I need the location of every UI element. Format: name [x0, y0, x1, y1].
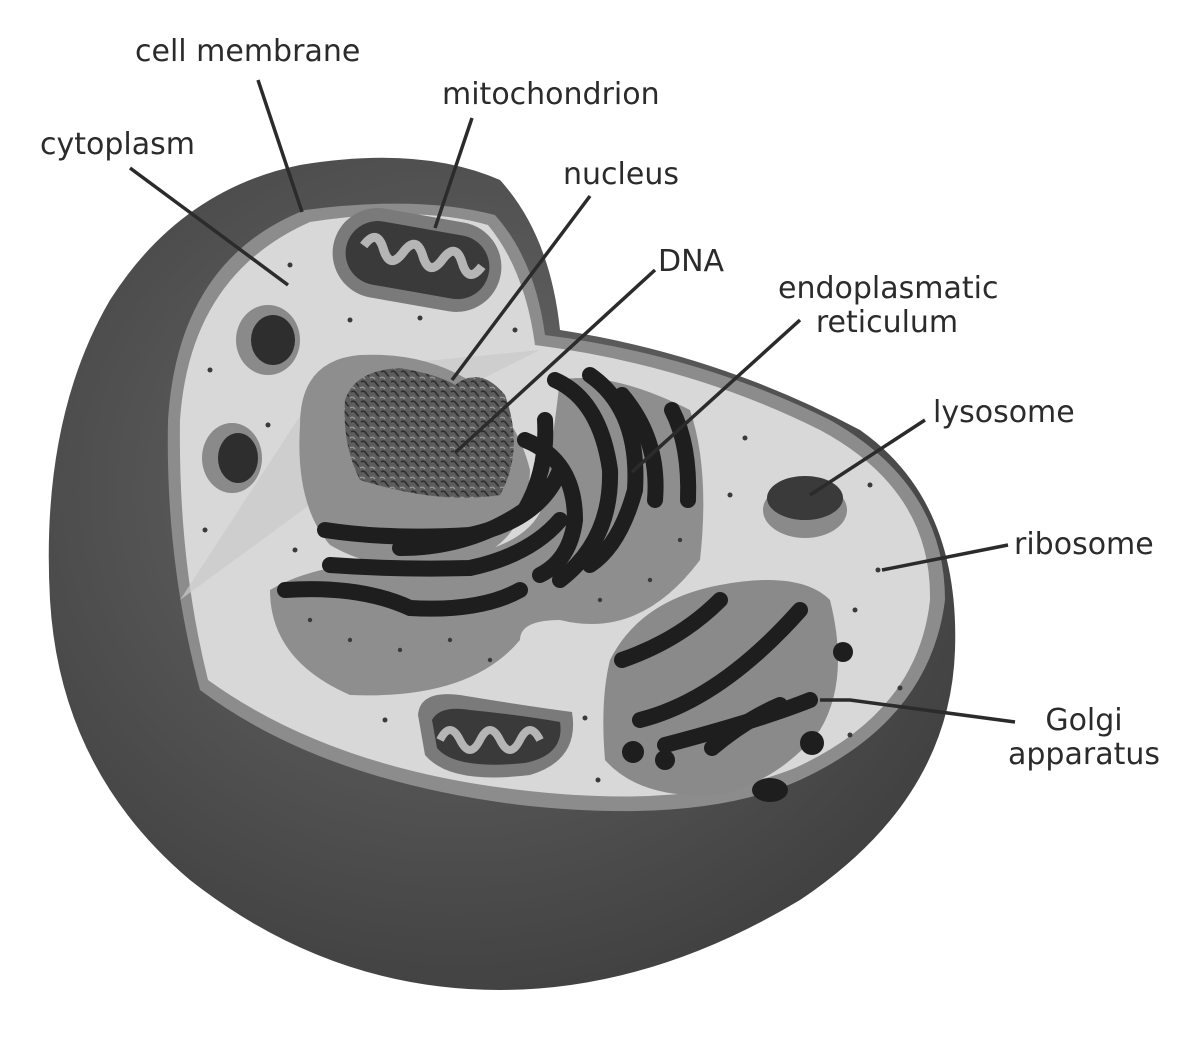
leader-nucleus — [450, 194, 592, 382]
label-ribosome: ribosome — [1014, 527, 1154, 562]
label-er-line1: endoplasmatic — [778, 271, 999, 306]
label-golgi-apparatus: Golgi apparatus — [1008, 704, 1160, 772]
label-cell-membrane: cell membrane — [135, 34, 361, 69]
label-dna: DNA — [658, 244, 725, 279]
leader-lines — [128, 79, 1016, 724]
label-mitochondrion: mitochondrion — [442, 77, 660, 112]
label-golgi-line2: apparatus — [1008, 737, 1160, 772]
leader-lysosome — [809, 418, 926, 497]
nucleus — [299, 354, 530, 568]
leader-cytoplasm — [128, 166, 290, 287]
label-nucleus: nucleus — [563, 157, 679, 192]
leader-cell-membrane — [256, 79, 304, 213]
mitochondrion-top — [332, 208, 502, 312]
endoplasmic-reticulum — [270, 367, 704, 696]
label-endoplasmic-reticulum: endoplasmatic reticulum — [778, 271, 999, 340]
mitochondrion-bottom — [418, 694, 574, 778]
dna-chromatin — [344, 368, 514, 498]
leader-mitochondrion — [433, 117, 474, 229]
lysosome — [763, 476, 847, 538]
leader-ribosome — [881, 543, 1009, 572]
leader-dna — [454, 268, 657, 454]
label-golgi-line1: Golgi — [1045, 703, 1123, 738]
label-er-line2: reticulum — [815, 305, 959, 340]
golgi-apparatus — [603, 580, 853, 802]
leader-golgi — [820, 698, 1016, 724]
leader-er — [630, 318, 802, 474]
label-lysosome: lysosome — [933, 395, 1075, 430]
label-cytoplasm: cytoplasm — [40, 127, 195, 162]
vesicles-left — [202, 305, 300, 493]
ribosome-dots — [202, 262, 903, 783]
